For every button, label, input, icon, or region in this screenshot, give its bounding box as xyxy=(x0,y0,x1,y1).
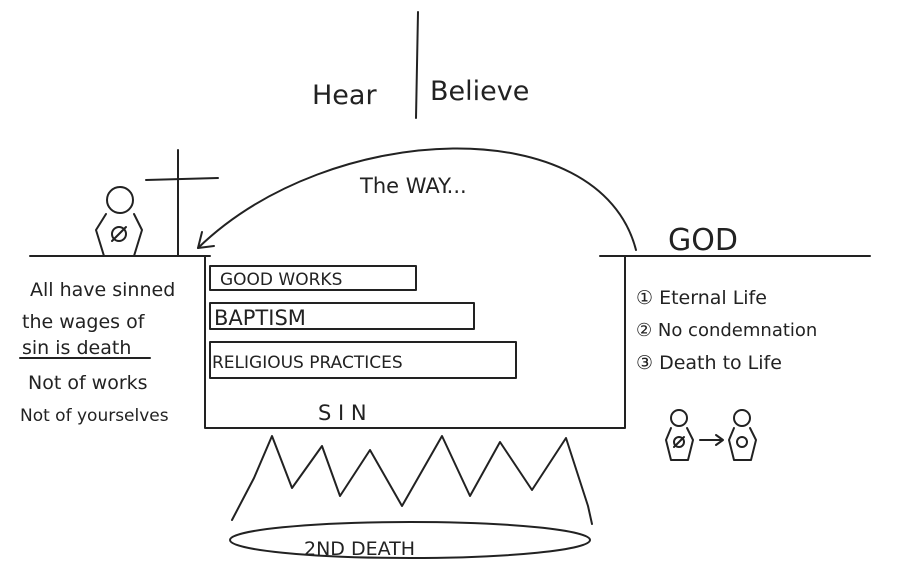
sin-label: S I N xyxy=(318,401,367,425)
cross-icon xyxy=(145,149,219,257)
second-death-label: 2ND DEATH xyxy=(304,538,415,560)
plank-good-works xyxy=(209,265,417,291)
hear-label: Hear xyxy=(312,80,377,111)
person-before-icon xyxy=(665,409,694,461)
left-note-3: sin is death xyxy=(22,337,131,359)
left-note-4: Not of works xyxy=(28,372,148,394)
left-note-5: Not of yourselves xyxy=(20,406,169,426)
flame-icon xyxy=(231,435,593,525)
god-label: GOD xyxy=(668,223,738,258)
plank-label-religious-practices: RELIGIOUS PRACTICES xyxy=(212,353,403,373)
benefit-2: ② No condemnation xyxy=(636,320,817,341)
death-pit-ellipse xyxy=(229,521,591,559)
plank-label-baptism: BAPTISM xyxy=(214,306,306,330)
left-note-1: All have sinned xyxy=(30,279,175,301)
way-arrowhead xyxy=(197,231,215,249)
way-arc xyxy=(197,147,637,251)
person-with-sin-icon xyxy=(95,186,143,257)
left-note-2: the wages of xyxy=(22,311,146,333)
header-divider xyxy=(415,11,419,119)
way-label: The WAY... xyxy=(359,174,467,198)
plank-label-good-works: GOOD WORKS xyxy=(220,270,342,290)
person-transformed-icon xyxy=(728,409,757,461)
chasm-outline xyxy=(204,255,626,429)
plank-religious-practices xyxy=(209,341,517,379)
believe-label: Believe xyxy=(430,76,529,107)
arrow-right-icon xyxy=(699,434,724,446)
benefit-3: ③ Death to Life xyxy=(636,352,782,374)
plank-baptism xyxy=(209,302,475,330)
benefit-1: ① Eternal Life xyxy=(636,287,767,309)
